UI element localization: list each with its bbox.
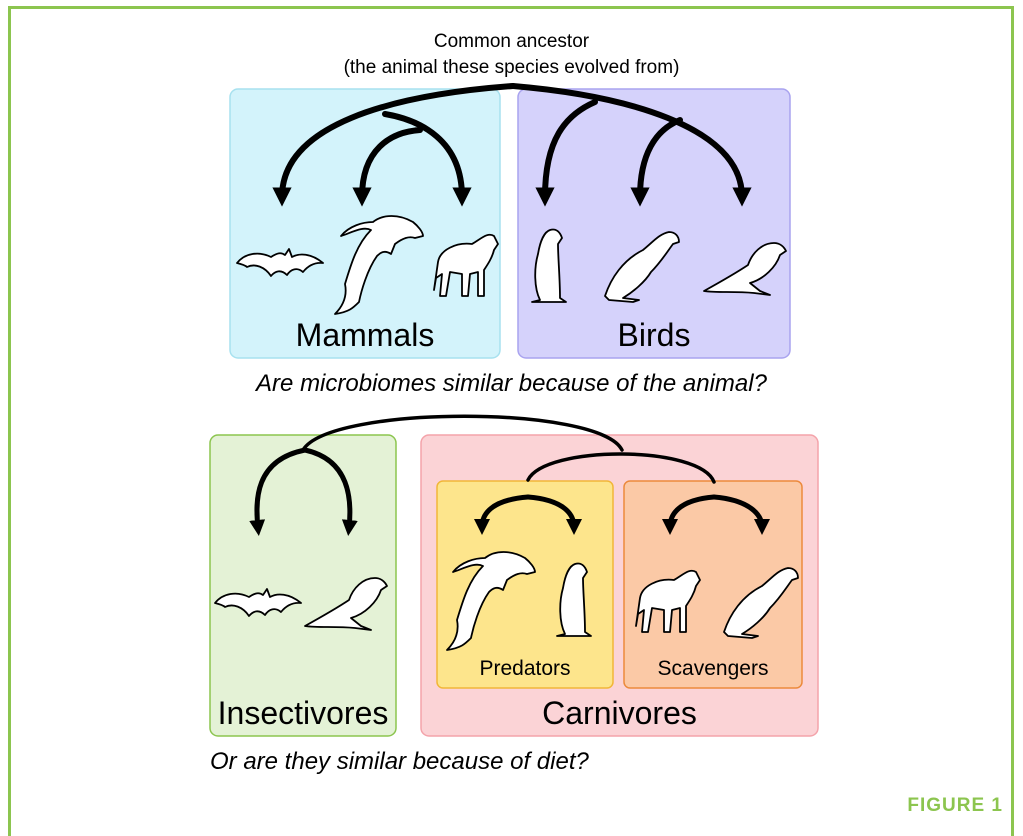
figure-label: FIGURE 1 — [907, 795, 1003, 817]
carnivores-label: Carnivores — [421, 695, 818, 732]
insectivores-label: Insectivores — [210, 695, 396, 732]
question-diet: Or are they similar because of diet? — [210, 748, 589, 776]
birds-label: Birds — [518, 317, 790, 354]
ancestor-label: Common ancestor — [0, 31, 1023, 53]
mammals-label: Mammals — [230, 317, 500, 354]
question-animal: Are microbiomes similar because of the a… — [0, 370, 1023, 398]
scavengers-label: Scavengers — [624, 657, 802, 681]
ancestor-sublabel: (the animal these species evolved from) — [0, 57, 1023, 79]
predators-label: Predators — [437, 657, 613, 681]
